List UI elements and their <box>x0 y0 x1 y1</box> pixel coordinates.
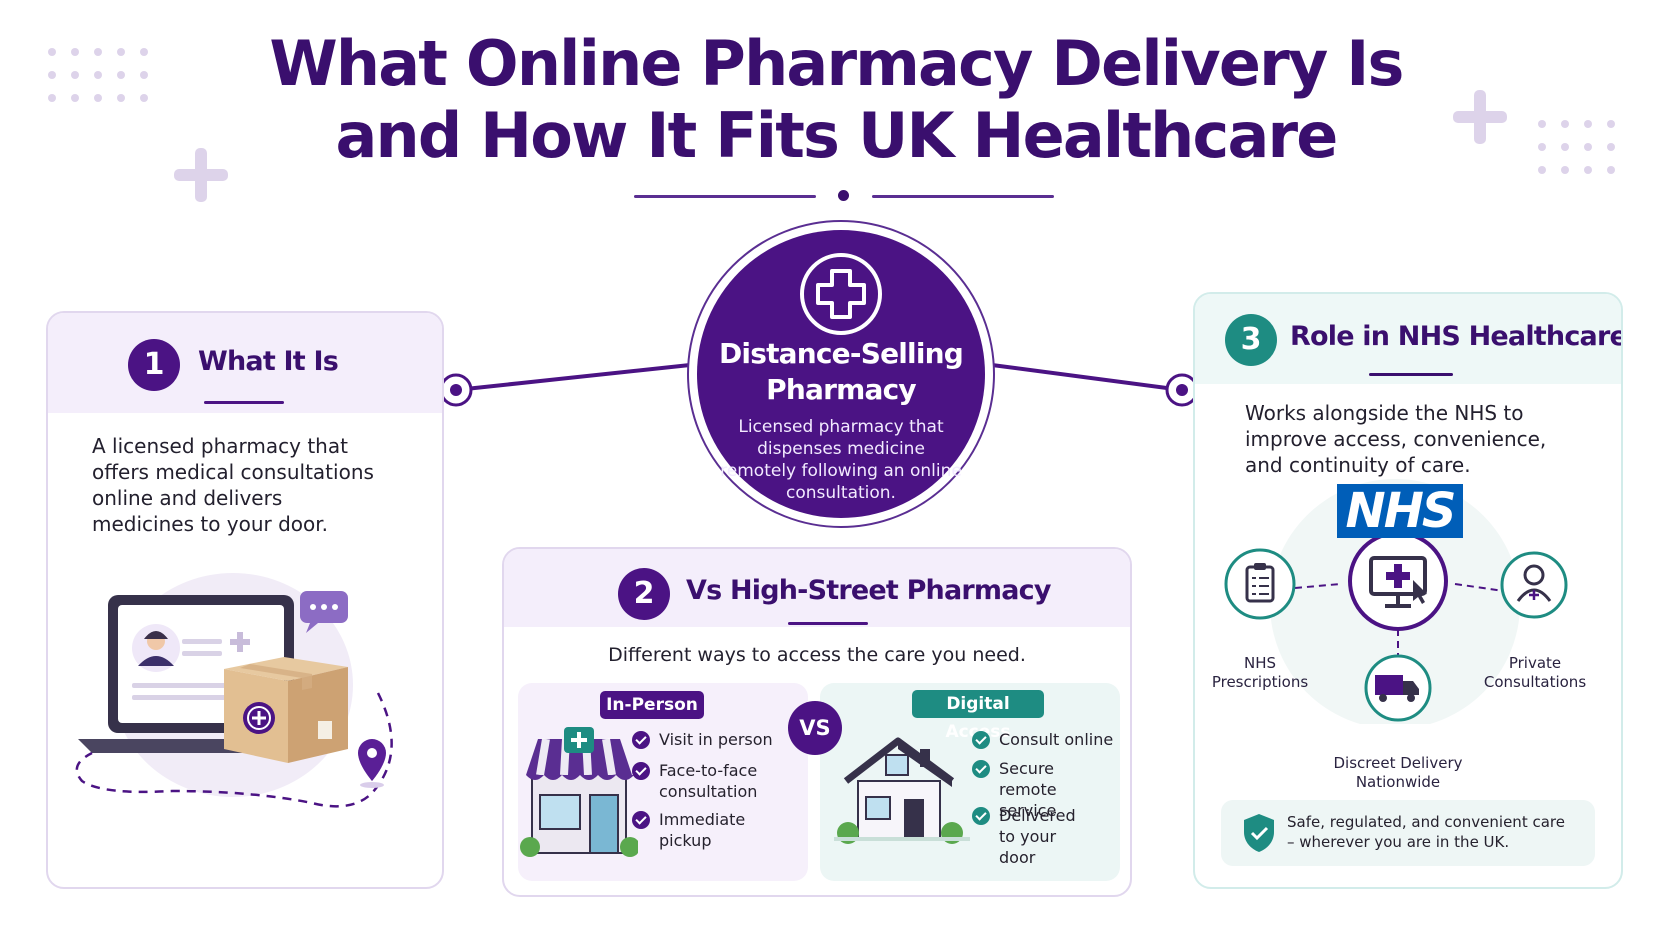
section-3-title: Role in NHS Healthcare <box>1290 321 1623 352</box>
parcel-box-icon <box>224 657 348 763</box>
in-person-item: Face-to-face consultation <box>632 760 762 802</box>
storefront-icon <box>520 727 638 857</box>
center-description: Licensed pharmacy that dispenses medicin… <box>720 417 962 503</box>
section-3-number-badge: 3 <box>1225 314 1277 366</box>
delivery-truck-icon <box>1375 675 1419 702</box>
house-icon <box>834 737 970 844</box>
computer-monitor-icon <box>1369 556 1427 608</box>
decor-dot-grid-right <box>1538 120 1615 174</box>
nhs-prescriptions-label: NHS Prescriptions <box>1211 654 1309 691</box>
title-divider-left <box>634 195 816 198</box>
digital-item-text: Delivered to your door <box>999 806 1076 867</box>
section-3-underline <box>1369 373 1453 376</box>
shield-check-icon <box>1244 814 1274 852</box>
in-person-label: In-Person <box>600 691 704 719</box>
section-2-header <box>504 549 1130 627</box>
center-circle <box>697 230 985 518</box>
in-person-item-text: Face-to-face consultation <box>659 761 758 801</box>
check-icon <box>632 811 650 829</box>
decor-dot-grid-left <box>48 48 148 102</box>
in-person-item: Immediate pickup <box>632 809 802 851</box>
nhs-logo: NHS <box>1337 484 1463 538</box>
decor-plus-icon <box>174 148 228 202</box>
discreet-delivery-label: Discreet Delivery Nationwide <box>1333 754 1463 791</box>
section-2-underline <box>788 622 868 625</box>
doctor-icon <box>1516 564 1552 602</box>
digital-item: Secure remote service <box>972 758 1112 821</box>
center-title: Distance-Selling Pharmacy <box>697 336 985 408</box>
page-title: What Online Pharmacy Delivery Is and How… <box>200 28 1472 172</box>
section-what-it-is-card: 1 What It Is A licensed pharmacy that of… <box>46 311 444 889</box>
section-3-body: Works alongside the NHS to improve acces… <box>1245 401 1547 477</box>
section-1-header <box>48 313 442 413</box>
check-icon <box>972 807 990 825</box>
section-2-subtitle: Different ways to access the care you ne… <box>608 644 1026 666</box>
digital-item-text: Consult online <box>999 730 1114 749</box>
vs-badge: VS <box>788 701 842 755</box>
page-title-line-2: and How It Fits UK Healthcare <box>335 99 1338 172</box>
title-divider-right <box>872 195 1054 198</box>
decor-plus-icon <box>1453 90 1507 144</box>
check-icon <box>632 731 650 749</box>
check-icon <box>972 760 990 778</box>
medical-cross-icon <box>800 253 882 335</box>
section-1-body: A licensed pharmacy that offers medical … <box>92 434 374 536</box>
section-1-underline <box>204 401 284 404</box>
digital-access-label: Digital Access <box>912 690 1044 742</box>
digital-item: Delivered to your door <box>972 805 1092 868</box>
check-icon <box>972 731 990 749</box>
nhs-network-diagram <box>1224 479 1568 724</box>
page-title-line-1: What Online Pharmacy Delivery Is <box>269 27 1404 100</box>
in-person-item: Visit in person <box>632 729 802 750</box>
center-title-line-2: Pharmacy <box>766 373 916 406</box>
laptop-delivery-illustration <box>75 573 393 808</box>
check-icon <box>632 762 650 780</box>
section-1-number-badge: 1 <box>128 339 180 391</box>
section-2-title: Vs High-Street Pharmacy <box>686 575 1051 606</box>
location-pin-icon <box>358 739 386 788</box>
section-vs-high-street-card: 2 Vs High-Street Pharmacy Different ways… <box>502 547 1132 897</box>
center-title-line-1: Distance-Selling <box>718 337 964 370</box>
clipboard-icon <box>1245 563 1275 603</box>
in-person-item-text: Visit in person <box>659 730 773 749</box>
section-1-title: What It Is <box>198 346 339 377</box>
safe-care-text: Safe, regulated, and convenient care – w… <box>1287 813 1565 851</box>
section-role-nhs-card: 3 Role in NHS Healthcare Works alongside… <box>1193 292 1623 889</box>
in-person-item-text: Immediate pickup <box>659 810 746 850</box>
safe-care-note <box>1221 800 1595 866</box>
title-divider-dot <box>838 190 849 201</box>
private-consultations-label: Private Consultations <box>1483 654 1587 691</box>
section-2-number-badge: 2 <box>618 568 670 620</box>
digital-item: Consult online <box>972 729 1122 750</box>
digital-item-text: Secure remote service <box>999 759 1057 820</box>
